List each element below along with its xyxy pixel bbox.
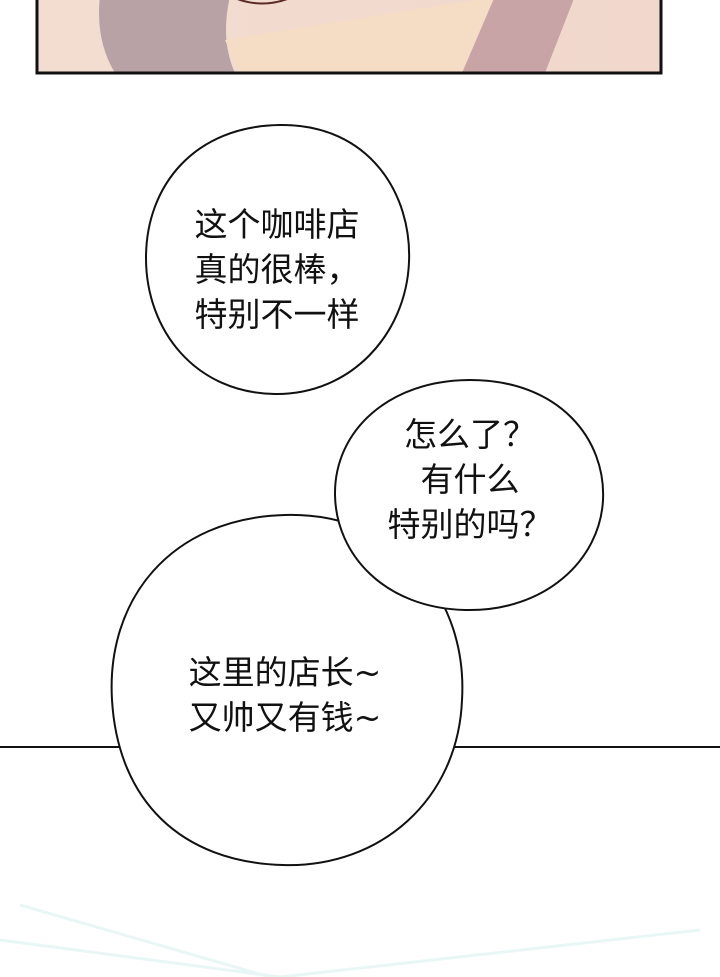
- bubble-line: 特别不一样: [194, 295, 360, 334]
- bubble-line: 这个咖啡店: [194, 205, 360, 244]
- panel-border: [35, 0, 663, 75]
- bubble-line: 真的很棒，: [194, 250, 360, 289]
- bubble-3-text: 这里的店长~ 又帅又有钱~: [150, 650, 420, 740]
- bubble-line: 有什么: [420, 460, 520, 499]
- speech-bubble-2: [333, 378, 605, 612]
- bubble-line: 又帅又有钱~: [188, 698, 382, 737]
- paper-shape: [225, 0, 500, 73]
- bubble-2-text: 怎么了？ 有什么 特别的吗？: [340, 412, 600, 547]
- sleeve-shape: [99, 0, 235, 73]
- strap-shape: [462, 0, 574, 73]
- floor-tint: [0, 903, 701, 977]
- bubble-line: 怎么了？: [404, 415, 536, 454]
- bubble-1-text: 这个咖啡店 真的很棒， 特别不一样: [147, 202, 407, 337]
- bubble-line: 特别的吗？: [387, 505, 553, 544]
- hand-outline: [237, 0, 288, 5]
- bubble-line: 这里的店长~: [188, 653, 382, 692]
- speech-bubble-1: [144, 123, 411, 396]
- top-panel: [35, 0, 663, 75]
